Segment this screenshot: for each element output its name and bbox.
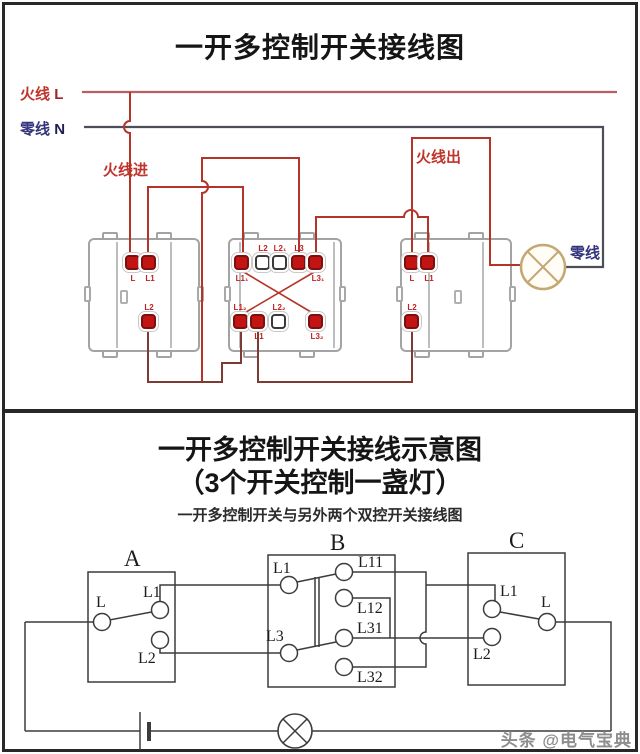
- sw2-terminal-l11: [234, 255, 249, 270]
- c-label-l2: L2: [473, 646, 491, 663]
- side-slot: [84, 286, 91, 302]
- b-label-l3: L3: [266, 628, 284, 645]
- sw1-label-l1: L1: [145, 274, 155, 283]
- mount-tab: [468, 232, 484, 240]
- bottom-panel-title-line2: （3个开关控制一盏灯）: [177, 468, 463, 498]
- sw3-terminal-l2: [404, 314, 419, 329]
- sw2-terminal-l2: [255, 255, 270, 270]
- mount-tab: [102, 232, 118, 240]
- sw2-terminal-l12: [233, 314, 248, 329]
- mount-tab: [299, 232, 315, 240]
- switch3-divider-right: [482, 242, 484, 348]
- side-slot: [224, 286, 231, 302]
- sw2-label-l21: L2₁: [273, 244, 287, 253]
- live-bus-label-cn: 火线: [20, 86, 51, 103]
- live-out-label: 火线出: [416, 147, 461, 168]
- sw3-terminal-l1: [420, 255, 435, 270]
- bottom-panel-title-line1: 一开多控制开关接线示意图: [158, 435, 482, 465]
- switch-b-name: B: [330, 530, 346, 555]
- mount-tab: [414, 350, 430, 358]
- side-slot: [509, 286, 516, 302]
- sw2-terminal-l3: [291, 255, 306, 270]
- sw1-label-l: L: [130, 274, 136, 283]
- a-label-l1: L1: [143, 584, 161, 601]
- neutral-bus-label-letter: N: [54, 121, 66, 138]
- live-bus-label-letter: L: [54, 86, 64, 103]
- mount-tab: [299, 350, 315, 358]
- mount-tab: [156, 350, 172, 358]
- inner-slot: [120, 290, 128, 304]
- sw2-label-l22: L2₂: [272, 303, 286, 312]
- top-panel-title: 一开多控制开关接线图: [174, 32, 465, 63]
- lamp-neutral-label: 零线: [570, 245, 601, 262]
- sw2-label-l32: L3₂: [310, 332, 324, 341]
- mount-tab: [102, 350, 118, 358]
- sw1-terminal-l: [125, 255, 140, 270]
- a-label-l2: L2: [138, 650, 156, 667]
- a-label-l: L: [96, 594, 106, 611]
- switch3-body: [396, 232, 516, 358]
- bottom-panel-subtitle: 一开多控制开关与另外两个双控开关接线图: [177, 507, 463, 524]
- c-label-l: L: [541, 594, 551, 611]
- sw3-terminal-l: [404, 255, 419, 270]
- sw1-terminal-l2: [141, 314, 156, 329]
- c-label-l1: L1: [500, 583, 518, 600]
- switch-a-name: A: [124, 546, 141, 571]
- sw2-terminal-l32: [308, 314, 323, 329]
- neutral-bus-label-cn: 零线: [20, 121, 51, 138]
- mount-tab: [243, 232, 259, 240]
- sw2-label-l11: L1₁: [235, 274, 249, 283]
- sw2-terminal-l31: [308, 255, 323, 270]
- sw2-label-l2: L2: [258, 244, 268, 253]
- switch3-divider-left: [428, 242, 430, 348]
- sw1-label-l2: L2: [144, 303, 154, 312]
- b-label-l1: L1: [273, 560, 291, 577]
- sw1-terminal-l1: [141, 255, 156, 270]
- sw2-terminal-l1: [250, 314, 265, 329]
- side-slot: [396, 286, 403, 302]
- watermark: 头条 @电气宝典: [500, 731, 632, 750]
- mount-tab: [243, 350, 259, 358]
- mount-tab: [468, 350, 484, 358]
- sw2-terminal-l21: [272, 255, 287, 270]
- side-slot: [339, 286, 346, 302]
- b-label-l12: L12: [357, 600, 383, 617]
- live-in-label: 火线进: [103, 160, 148, 181]
- sw2-label-l31: L3₁: [311, 274, 325, 283]
- sw2-label-l1: L1: [254, 332, 264, 341]
- switch1-divider-right: [170, 242, 172, 348]
- live-bus-label: 火线 L: [20, 83, 63, 104]
- b-label-l31: L31: [357, 620, 383, 637]
- sw3-label-l1: L1: [424, 274, 434, 283]
- mount-tab: [156, 232, 172, 240]
- switch1-divider-left: [116, 242, 118, 348]
- sw2-terminal-l22: [271, 314, 286, 329]
- switch-c-name: C: [509, 528, 525, 553]
- sw2-label-l12: L1₂: [233, 303, 247, 312]
- b-label-l32: L32: [357, 669, 383, 686]
- side-slot: [197, 286, 204, 302]
- sw3-label-l2: L2: [407, 303, 417, 312]
- switch2-divider-right: [333, 242, 335, 348]
- mount-tab: [414, 232, 430, 240]
- b-label-l11: L11: [358, 554, 384, 571]
- sw3-label-l: L: [409, 274, 415, 283]
- neutral-bus-label: 零线 N: [20, 118, 65, 139]
- sw2-label-l3: L3: [294, 244, 304, 253]
- inner-slot: [454, 290, 462, 304]
